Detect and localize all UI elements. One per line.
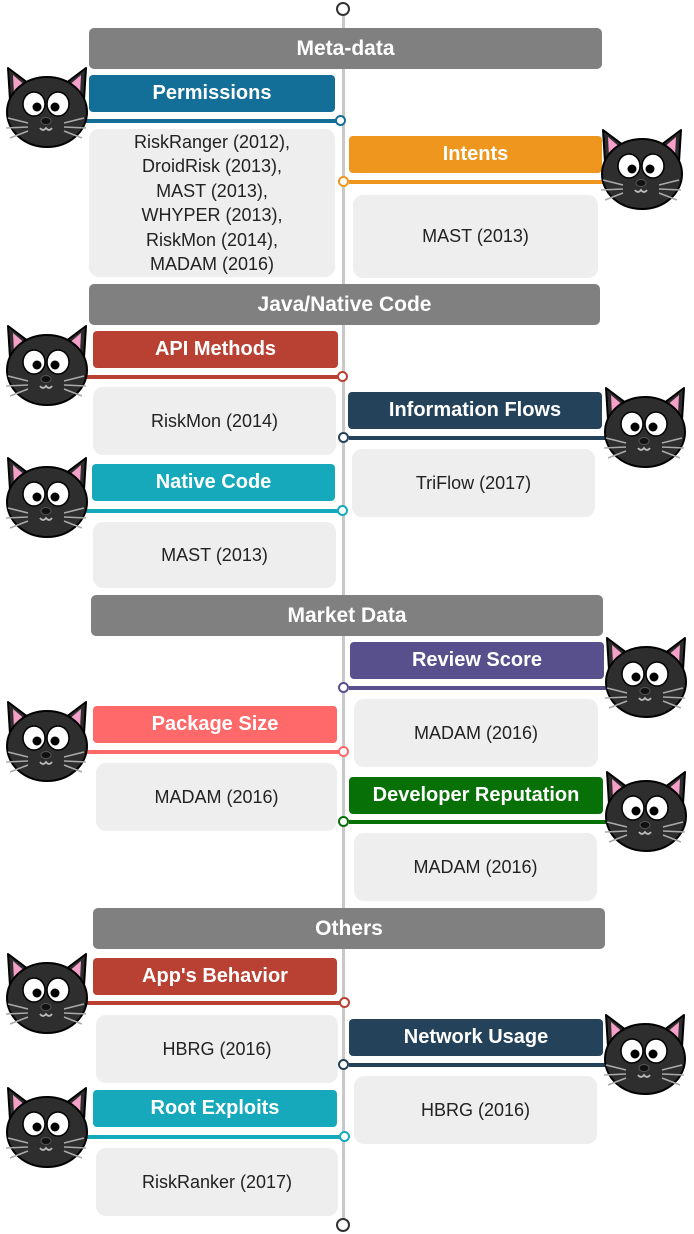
black-cat-face-icon bbox=[2, 952, 92, 1036]
black-cat-face-icon bbox=[601, 770, 691, 854]
ref-item: RiskMon (2014), bbox=[145, 229, 279, 250]
section-title: Others bbox=[315, 916, 383, 940]
category-package-size: Package Size bbox=[93, 706, 337, 743]
ref-item: MADAM (2016) bbox=[413, 856, 538, 877]
black-cat-face-icon bbox=[597, 128, 687, 212]
ref-box-developer-reputation: MADAM (2016) bbox=[354, 833, 597, 901]
section-header-java-native-code: Java/Native Code bbox=[89, 284, 600, 325]
section-title: Meta-data bbox=[296, 36, 395, 60]
connector-line bbox=[60, 1135, 342, 1139]
ref-item: WHYPER (2013), bbox=[141, 205, 283, 225]
ref-item: MADAM (2016) bbox=[154, 786, 279, 807]
timeline-start-circle bbox=[336, 2, 350, 16]
category-label: App's Behavior bbox=[142, 965, 288, 987]
category-apps-behavior: App's Behavior bbox=[93, 958, 337, 995]
timeline-end-circle bbox=[336, 1218, 350, 1232]
ref-item: MAST (2013), bbox=[156, 180, 268, 201]
connector-dot bbox=[338, 816, 349, 827]
connector-line bbox=[60, 375, 340, 379]
connector-line bbox=[349, 1063, 631, 1067]
ref-item: RiskRanger (2012), bbox=[133, 131, 291, 152]
connector-line bbox=[349, 436, 631, 440]
ref-box-information-flows: TriFlow (2017) bbox=[352, 449, 595, 517]
ref-box-network-usage: HBRG (2016) bbox=[354, 1076, 597, 1144]
category-label: Package Size bbox=[151, 713, 279, 735]
connector-line bbox=[349, 686, 631, 690]
ref-box-permissions: RiskRanger (2012), DroidRisk (2013), MAS… bbox=[89, 129, 335, 277]
ref-box-native-code: MAST (2013) bbox=[93, 522, 336, 588]
category-root-exploits: Root Exploits bbox=[93, 1090, 337, 1127]
ref-item: MADAM (2016) bbox=[413, 722, 539, 743]
ref-item: MADAM (2016) bbox=[149, 254, 275, 274]
ref-item: HBRG (2016) bbox=[420, 1099, 531, 1120]
connector-line bbox=[60, 1001, 342, 1005]
section-header-others: Others bbox=[93, 908, 605, 949]
ref-box-review-score: MADAM (2016) bbox=[354, 699, 598, 767]
category-api-methods: API Methods bbox=[93, 331, 338, 368]
category-permissions: Permissions bbox=[89, 75, 335, 112]
ref-box-root-exploits: RiskRanker (2017) bbox=[96, 1148, 338, 1216]
black-cat-face-icon bbox=[2, 700, 92, 784]
section-title: Market Data bbox=[287, 603, 407, 627]
connector-dot bbox=[337, 505, 348, 516]
connector-line bbox=[60, 750, 341, 754]
category-developer-reputation: Developer Reputation bbox=[349, 777, 603, 814]
section-header-metadata: Meta-data bbox=[89, 28, 602, 69]
ref-box-api-methods: RiskMon (2014) bbox=[93, 387, 336, 455]
category-label: API Methods bbox=[154, 338, 277, 360]
black-cat-face-icon bbox=[2, 1086, 92, 1170]
connector-dot bbox=[335, 115, 346, 126]
connector-line bbox=[60, 509, 340, 513]
category-network-usage: Network Usage bbox=[349, 1019, 603, 1056]
ref-box-intents: MAST (2013) bbox=[353, 195, 598, 278]
category-label: Permissions bbox=[152, 82, 272, 104]
connector-dot bbox=[339, 1131, 350, 1142]
black-cat-face-icon bbox=[601, 636, 691, 720]
ref-box-package-size: MADAM (2016) bbox=[96, 763, 337, 831]
connector-dot bbox=[338, 176, 349, 187]
ref-item: HBRG (2016) bbox=[162, 1038, 272, 1059]
category-information-flows: Information Flows bbox=[348, 392, 602, 429]
category-label: Root Exploits bbox=[150, 1097, 280, 1119]
category-intents: Intents bbox=[349, 136, 602, 173]
black-cat-face-icon bbox=[2, 324, 92, 408]
black-cat-face-icon bbox=[2, 66, 92, 150]
ref-item: MAST (2013) bbox=[161, 544, 268, 565]
connector-dot bbox=[338, 432, 349, 443]
connector-line bbox=[349, 820, 631, 824]
category-label: Native Code bbox=[155, 471, 272, 493]
category-label: Review Score bbox=[411, 649, 543, 671]
connector-dot bbox=[339, 997, 350, 1008]
connector-dot bbox=[338, 746, 349, 757]
section-title: Java/Native Code bbox=[257, 292, 432, 316]
black-cat-face-icon bbox=[600, 1013, 690, 1097]
ref-box-apps-behavior: HBRG (2016) bbox=[96, 1015, 338, 1083]
category-label: Intents bbox=[442, 143, 509, 165]
black-cat-face-icon bbox=[600, 386, 690, 470]
category-native-code: Native Code bbox=[92, 464, 335, 501]
black-cat-face-icon bbox=[2, 456, 92, 540]
section-header-market-data: Market Data bbox=[91, 595, 603, 636]
ref-item: RiskRanker (2017) bbox=[141, 1171, 293, 1192]
ref-item: TriFlow (2017) bbox=[415, 472, 532, 493]
ref-item: MAST (2013) bbox=[422, 226, 529, 247]
connector-dot bbox=[338, 682, 349, 693]
category-label: Developer Reputation bbox=[372, 784, 580, 806]
category-review-score: Review Score bbox=[350, 642, 604, 679]
category-label: Network Usage bbox=[403, 1026, 549, 1048]
ref-item: DroidRisk (2013), bbox=[141, 156, 283, 176]
connector-line bbox=[60, 119, 337, 123]
connector-dot bbox=[338, 1059, 349, 1070]
ref-item: RiskMon (2014) bbox=[150, 410, 279, 431]
connector-dot bbox=[337, 371, 348, 382]
category-label: Information Flows bbox=[388, 399, 562, 421]
connector-line bbox=[349, 180, 631, 184]
